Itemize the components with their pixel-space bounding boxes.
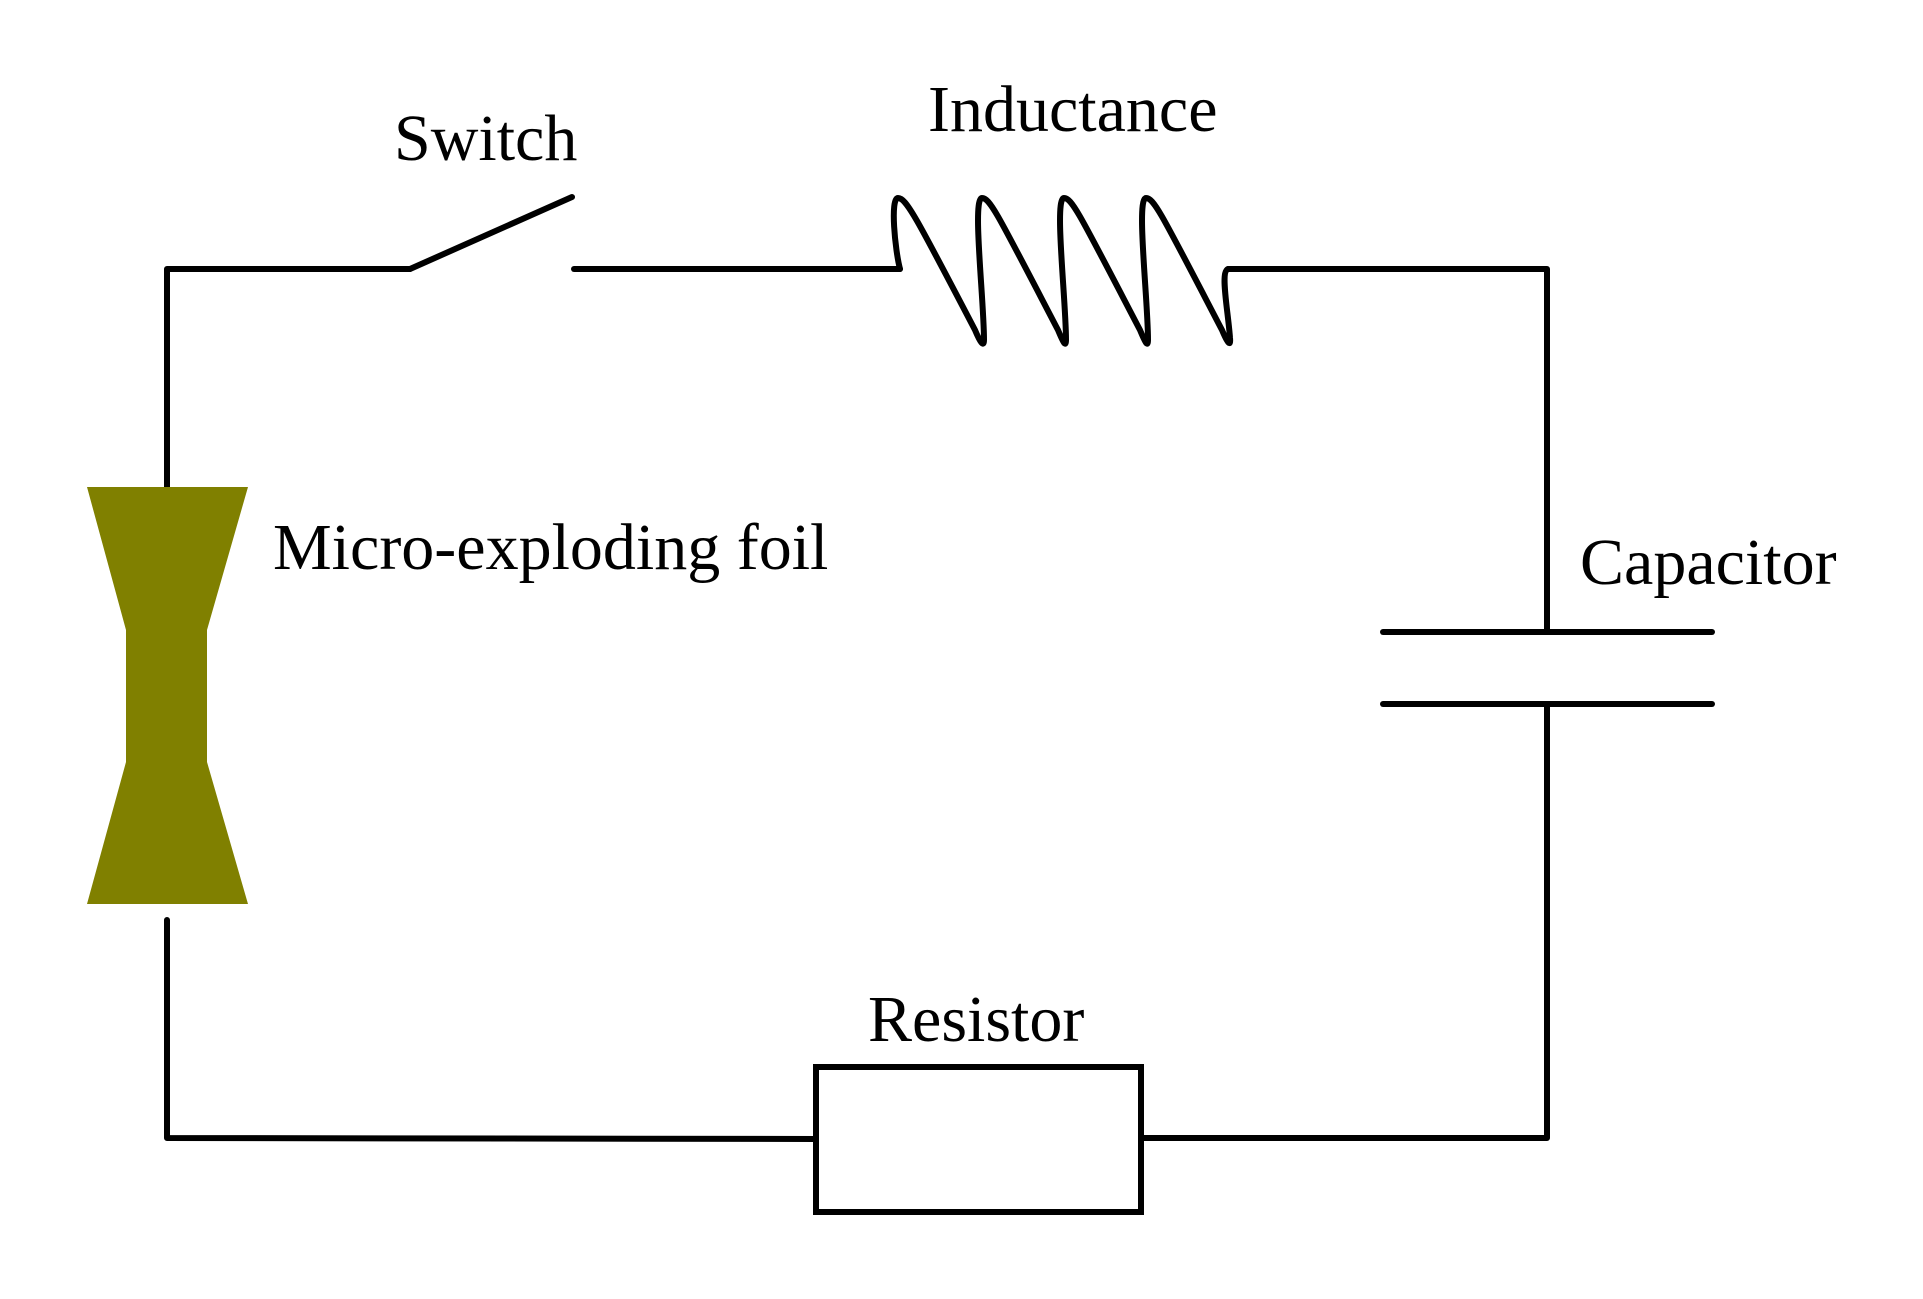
foil-shape xyxy=(87,487,248,904)
resistor xyxy=(813,1064,1144,1215)
inductor-coil xyxy=(890,195,1239,347)
resistor-label: Resistor xyxy=(868,983,1084,1056)
inductor xyxy=(890,195,1239,347)
capacitor-label: Capacitor xyxy=(1580,526,1837,599)
capacitor xyxy=(1380,629,1715,707)
wire-capacitor-to-resistor xyxy=(1138,701,1550,1141)
switch xyxy=(407,194,575,272)
inductance-label: Inductance xyxy=(928,73,1218,146)
wire-resistor-to-foil xyxy=(164,917,819,1142)
switch-label: Switch xyxy=(394,102,577,175)
wires xyxy=(164,266,1550,1142)
micro-exploding-foil xyxy=(87,487,248,904)
wire-foil-to-switch xyxy=(164,266,413,490)
resistor-body xyxy=(813,1064,1144,1215)
wire-inductor-to-capacitor xyxy=(1225,266,1550,635)
switch-blade xyxy=(407,194,575,272)
foil-label: Micro-exploding foil xyxy=(273,511,828,584)
